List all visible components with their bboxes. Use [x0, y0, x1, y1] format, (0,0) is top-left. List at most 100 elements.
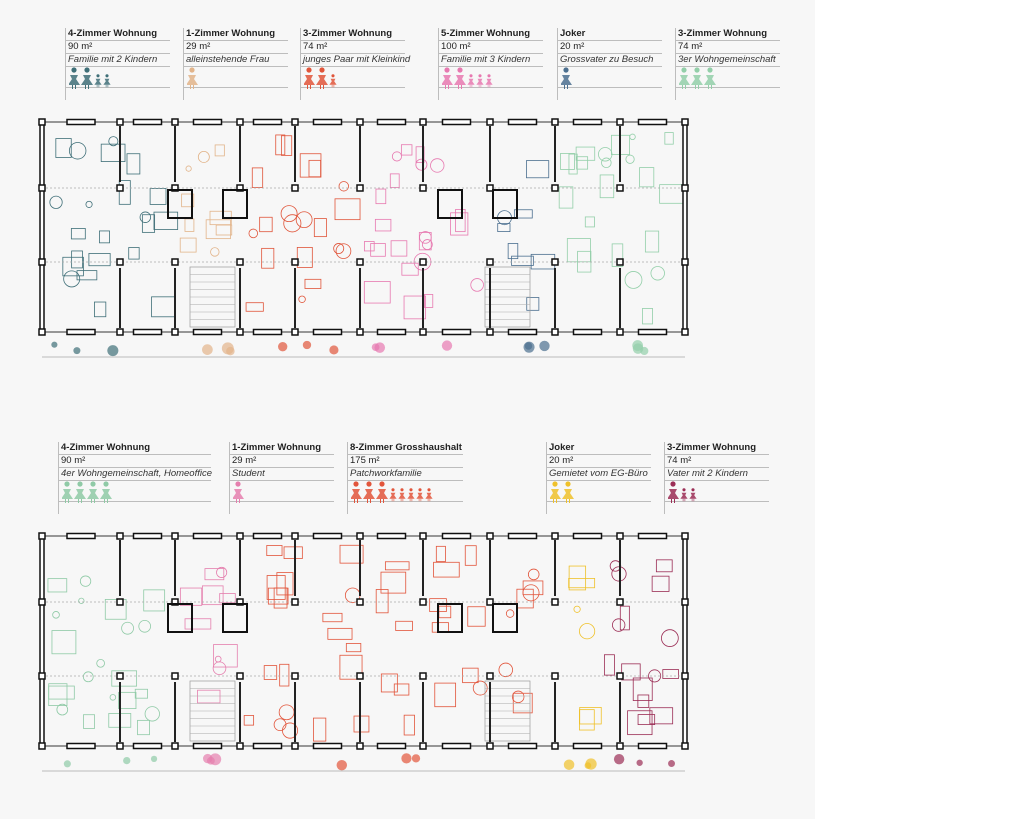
window: [637, 118, 668, 126]
furniture: [48, 685, 75, 700]
apartment-occupants: alleinstehende Frau: [184, 54, 288, 67]
column: [236, 532, 244, 540]
occupant-figures: [66, 67, 170, 89]
furniture-round: [598, 147, 613, 162]
apartment-area: 90 m²: [59, 455, 211, 468]
furniture-round: [79, 575, 92, 587]
furniture: [62, 256, 84, 277]
balcony-plant-icon: [336, 759, 348, 771]
furniture: [184, 218, 195, 232]
furniture: [621, 663, 641, 681]
column: [236, 258, 244, 266]
furniture: [205, 219, 231, 240]
furniture: [259, 216, 273, 233]
column: [291, 598, 299, 606]
window: [441, 742, 472, 750]
column: [38, 742, 46, 750]
furniture-round: [335, 243, 352, 259]
furniture: [568, 153, 578, 175]
window: [312, 328, 343, 336]
apartment-area: 100 m²: [439, 41, 543, 54]
child-figure-icon: [103, 74, 111, 88]
window: [572, 328, 603, 336]
adult-figure-icon: [304, 67, 315, 89]
child-figure-icon: [94, 74, 102, 88]
furniture: [566, 238, 591, 263]
column: [236, 672, 244, 680]
furniture: [558, 186, 574, 209]
window: [66, 742, 96, 750]
column: [291, 328, 299, 336]
furniture: [568, 578, 596, 589]
furniture: [51, 630, 77, 655]
furniture: [104, 599, 127, 620]
occupant-figures: [230, 481, 334, 503]
apartment-occupants: 4er Wohngemeinschaft, Homeoffice: [59, 468, 213, 481]
furniture-round: [419, 231, 432, 244]
furniture-round: [78, 597, 85, 604]
column: [38, 532, 46, 540]
shaft: [492, 603, 518, 633]
window: [637, 328, 668, 336]
furniture: [261, 247, 275, 269]
adult-figure-icon: [442, 67, 453, 89]
balcony-plant-icon: [636, 759, 643, 766]
furniture: [637, 714, 656, 726]
furniture: [644, 230, 660, 253]
column: [419, 328, 427, 336]
column: [419, 532, 427, 540]
column: [551, 258, 559, 266]
apartment-area: 74 m²: [301, 41, 405, 54]
balcony-plant-icon: [523, 341, 535, 353]
furniture: [418, 232, 432, 251]
apartment-occupants: Gemietet vom EG-Büro: [547, 468, 651, 481]
window: [312, 742, 343, 750]
furniture: [327, 627, 353, 640]
adult-figure-icon: [562, 481, 574, 503]
apartment-area: 29 m²: [184, 41, 288, 54]
furniture-round: [56, 703, 69, 716]
adult-figure-icon: [87, 481, 99, 503]
occupant-figures: [301, 67, 405, 89]
furniture: [438, 605, 452, 619]
furniture: [118, 691, 137, 710]
apartment-occupants: Grossvater zu Besuch: [558, 54, 662, 67]
column: [551, 672, 559, 680]
window: [192, 742, 223, 750]
floor-plan-lower: [38, 532, 689, 772]
balcony-plant-icon: [278, 342, 288, 352]
apartment-occupants: Vater mit 2 Kindern: [665, 468, 769, 481]
apartment-type: 4-Zimmer Wohnung: [59, 442, 211, 455]
column: [551, 598, 559, 606]
furniture: [393, 683, 410, 696]
apartment-label: 8-Zimmer Grosshaushalt 175 m² Patchworkf…: [347, 442, 463, 514]
column: [551, 328, 559, 336]
furniture: [433, 561, 460, 578]
furniture: [137, 719, 150, 736]
furniture-round: [248, 228, 259, 239]
furniture: [345, 643, 362, 653]
apartment-area: 74 m²: [676, 41, 780, 54]
furniture: [308, 159, 321, 178]
furniture-round: [63, 270, 81, 288]
furniture: [579, 709, 595, 731]
furniture-round: [138, 619, 152, 633]
furniture: [390, 240, 408, 257]
balcony-plant-icon: [585, 758, 597, 770]
child-figure-icon: [407, 488, 415, 502]
apartment-label: 1-Zimmer Wohnung 29 m² alleinstehende Fr…: [183, 28, 288, 100]
balcony-plant-icon: [206, 756, 215, 765]
furniture: [370, 243, 386, 257]
column: [551, 532, 559, 540]
furniture-round: [573, 605, 581, 613]
apartment-area: 29 m²: [230, 455, 334, 468]
column: [291, 258, 299, 266]
window: [132, 532, 163, 540]
column: [616, 672, 624, 680]
apartment-label: 3-Zimmer Wohnung 74 m² junges Paar mit K…: [300, 28, 410, 100]
window: [507, 742, 538, 750]
column: [356, 532, 364, 540]
column: [38, 598, 46, 606]
end-wall: [682, 121, 688, 333]
furniture: [55, 138, 72, 158]
